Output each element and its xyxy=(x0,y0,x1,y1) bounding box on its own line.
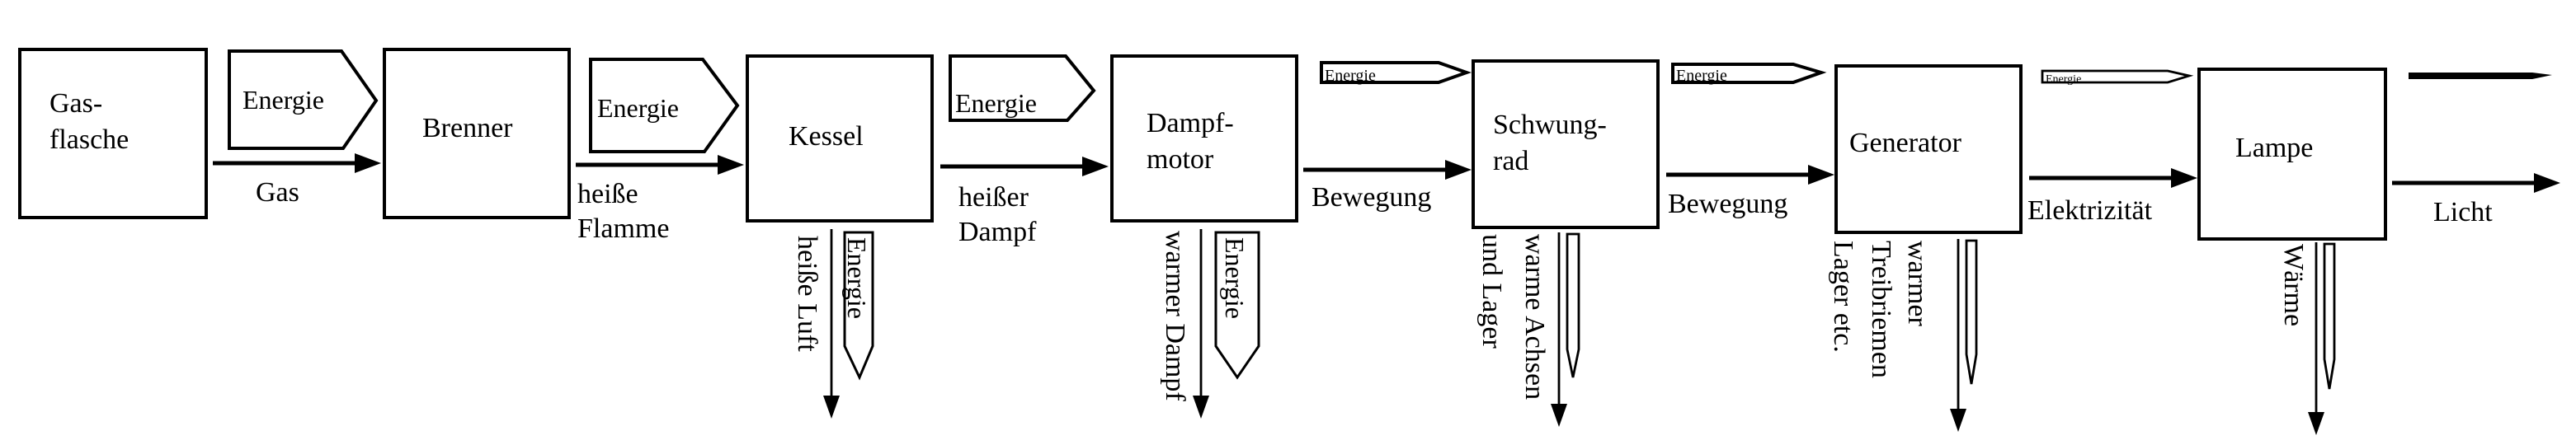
node-label: motor xyxy=(1147,144,1214,175)
node-label: Kessel xyxy=(789,121,864,152)
node-label: Lampe xyxy=(2235,133,2313,163)
loss-label: heiße Luft xyxy=(792,236,822,352)
node-kessel: Kessel xyxy=(746,54,934,222)
loss-label: warme Achsen xyxy=(1519,234,1550,400)
flow-elektrizitaet: Elektrizität xyxy=(2027,168,2197,226)
loss-waerme: Wärme xyxy=(2278,242,2336,435)
flow-label: Gas xyxy=(256,177,299,208)
loss-warmer-treibriemen: warmer Treibriemen Lager etc. xyxy=(1828,239,1978,432)
energy-arrow-shape xyxy=(2409,73,2552,79)
energy-label: Energie xyxy=(842,237,872,319)
node-generator: Generator xyxy=(1834,64,2023,234)
flow-label: Dampf xyxy=(958,217,1037,247)
flow-gas: Gas xyxy=(213,153,381,208)
energy-label: Energie xyxy=(243,85,324,115)
energy-label: Energie xyxy=(1220,237,1250,319)
loss-label: warmer Dampf xyxy=(1160,231,1190,401)
process-box xyxy=(1472,59,1660,229)
flow-label: Flamme xyxy=(577,213,669,244)
node-label: Schwung- xyxy=(1493,110,1607,140)
flow-licht: Licht xyxy=(2392,173,2560,227)
node-label: Gas- xyxy=(49,88,102,119)
process-box xyxy=(1110,54,1298,222)
flow-label: Elektrizität xyxy=(2027,195,2153,226)
energy-arrow-7 xyxy=(2409,73,2552,79)
flow-bewegung-2: Bewegung xyxy=(1666,165,1834,219)
flow-label: Bewegung xyxy=(1312,182,1431,213)
loss-label: Wärme xyxy=(2278,244,2309,326)
loss-warmer-dampf: warmer Dampf Energie xyxy=(1160,229,1260,419)
energy-arrow-3: Energie xyxy=(949,54,1096,122)
loss-label: Lager etc. xyxy=(1828,241,1858,353)
energy-label: Energie xyxy=(1325,67,1376,85)
flow-label: heiße xyxy=(577,179,638,209)
node-label: Generator xyxy=(1849,128,1962,158)
loss-label: und Lager xyxy=(1476,234,1507,349)
energy-label: Energie xyxy=(955,88,1037,118)
energy-arrow-6: Energie xyxy=(2041,69,2194,86)
energy-arrow-2: Energie xyxy=(589,58,740,153)
node-label: Dampf- xyxy=(1147,108,1234,138)
node-schwungrad: Schwung- rad xyxy=(1472,59,1660,229)
process-box xyxy=(746,54,934,222)
flow-label: Licht xyxy=(2433,197,2493,227)
process-box xyxy=(1834,64,2023,234)
node-lampe: Lampe xyxy=(2197,68,2387,241)
node-label: flasche xyxy=(49,124,129,155)
node-brenner: Brenner xyxy=(383,48,571,219)
node-label: Brenner xyxy=(422,113,513,143)
process-box xyxy=(2197,68,2387,241)
flow-label: heißer xyxy=(958,182,1029,213)
flow-heisse-flamme: heiße Flamme xyxy=(576,155,744,244)
process-box xyxy=(18,48,208,219)
node-label: rad xyxy=(1493,146,1528,176)
flow-bewegung-1: Bewegung xyxy=(1303,160,1472,213)
energy-arrow-5: Energie xyxy=(1671,63,1827,85)
flow-label: Bewegung xyxy=(1668,189,1787,219)
flow-heisser-dampf: heißer Dampf xyxy=(940,157,1109,247)
node-dampfmotor: Dampf- motor xyxy=(1110,54,1298,222)
loss-warme-achsen: warme Achsen und Lager xyxy=(1476,232,1580,427)
loss-heisse-luft: heiße Luft Energie xyxy=(792,229,874,419)
loss-label: Treibriemen xyxy=(1866,241,1896,378)
energy-label: Energie xyxy=(1676,67,1727,85)
node-gasflasche: Gas- flasche xyxy=(18,48,208,219)
energy-label: Energie xyxy=(597,93,679,123)
loss-label: warmer xyxy=(1902,241,1933,327)
process-box xyxy=(383,48,571,219)
energy-label: Energie xyxy=(2046,73,2081,86)
energy-arrow-4: Energie xyxy=(1320,61,1472,85)
energy-arrow-1: Energie xyxy=(228,49,379,150)
